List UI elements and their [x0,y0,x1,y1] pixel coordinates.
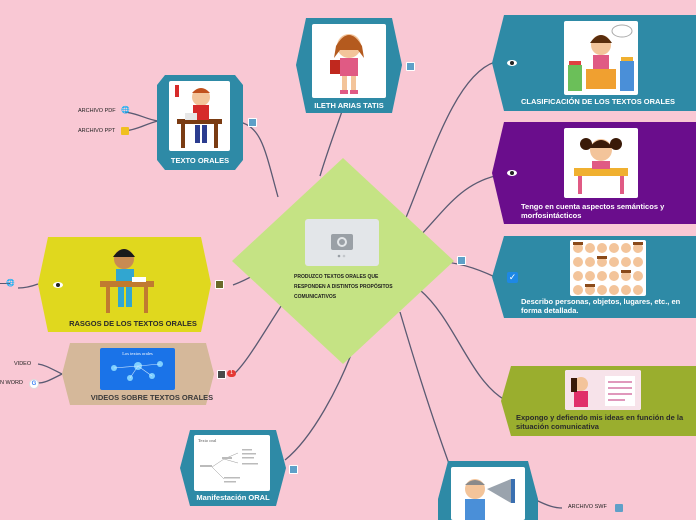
video-thumbnail[interactable]: Los textos orales [100,348,175,390]
notes-icon[interactable] [248,118,257,127]
topic-texto-orales[interactable]: TEXTO ORALES [157,75,257,170]
eye-icon[interactable] [507,170,517,176]
topic-label: VIDEOS SOBRE TEXTOS ORALES [90,393,214,402]
leaf-archivo-pdf[interactable]: ARCHIVO PDF [78,108,116,114]
topic-label: Expongo y defiendo mis ideas en función … [516,413,684,431]
topic-tengo-en-cuenta[interactable]: Tengo en cuenta aspectos semánticos y mo… [492,122,696,224]
globe-icon[interactable]: 🌐 [6,280,15,287]
leaf-archivo-swf[interactable]: ARCHIVO SWF [568,504,607,510]
eye-icon[interactable] [507,60,517,66]
file-icon[interactable] [121,127,129,135]
topic-rasgos[interactable]: RASGOS DE LOS TEXTOS ORALES [38,237,224,332]
notes-icon[interactable] [217,370,226,379]
topic-expongo[interactable]: Expongo y defiendo mis ideas en función … [501,366,696,436]
notes-icon[interactable] [457,256,466,265]
notes-icon[interactable] [406,62,415,71]
boy-studying-image [169,81,230,151]
topic-label: Tengo en cuenta aspectos semánticos y mo… [521,202,665,220]
girl-writing-image [564,128,638,198]
notes-icon[interactable] [215,280,224,289]
camera-icon [331,234,353,258]
girl-with-backpack-image [312,24,386,98]
topic-label: Describo personas, objetos, lugares, etc… [521,297,681,315]
concept-map-thumbnail: Texto oral [194,435,270,491]
central-topic[interactable]: PRODUZCO TEXTOS ORALES QUE RESPONDEN A D… [232,158,466,364]
topic-bottom-megaphone[interactable] [438,461,538,520]
globe-icon[interactable]: 🌐 [121,107,130,114]
topic-ileth-arias-tatis[interactable]: ILETH ARIAS TATIS [296,18,415,113]
leaf-archivo-ppt[interactable]: ARCHIVO PPT [78,128,116,134]
attachment-count-badge: 1 [227,370,236,377]
topic-label: Manifestación ORAL [196,493,270,502]
faces-emotions-image [570,240,646,296]
notes-icon[interactable] [289,465,298,474]
eye-icon[interactable] [53,282,63,288]
topic-clasificacion[interactable]: CLASIFICACIÓN DE LOS TEXTOS ORALES [492,15,696,111]
checkbox-icon[interactable]: ✓ [507,272,518,283]
topic-manifestacion-oral[interactable]: Texto oral Manifestación ORAL [180,430,298,506]
video-thumbnail-title: Los textos orales [122,351,153,356]
topic-label: RASGOS DE LOS TEXTOS ORALES [69,319,197,328]
student-at-desk-image [94,241,160,317]
file-icon[interactable] [615,504,623,512]
topic-label: CLASIFICACIÓN DE LOS TEXTOS ORALES [521,97,676,106]
man-with-megaphone-image [451,467,525,520]
leaf-n-word[interactable]: N WORD [0,380,23,386]
leaf-connector [0,283,10,284]
topic-label: ILETH ARIAS TATIS [314,101,384,110]
leaf-video[interactable]: VIDEO [14,361,32,367]
central-topic-text: PRODUZCO TEXTOS ORALES QUE RESPONDEN A D… [294,274,393,300]
google-drive-icon[interactable]: G [29,379,39,389]
topic-videos[interactable]: Los textos orales VIDEOS SOBRE TEXTOS OR… [62,343,236,405]
girl-with-books-image [564,21,638,95]
topic-label: TEXTO ORALES [170,156,230,165]
debate-image [565,370,641,410]
image-placeholder [305,219,379,266]
thumbnail-title: Texto oral [198,438,217,443]
topic-describo[interactable]: ✓ Describo personas, objetos, lugares, e… [492,236,696,318]
